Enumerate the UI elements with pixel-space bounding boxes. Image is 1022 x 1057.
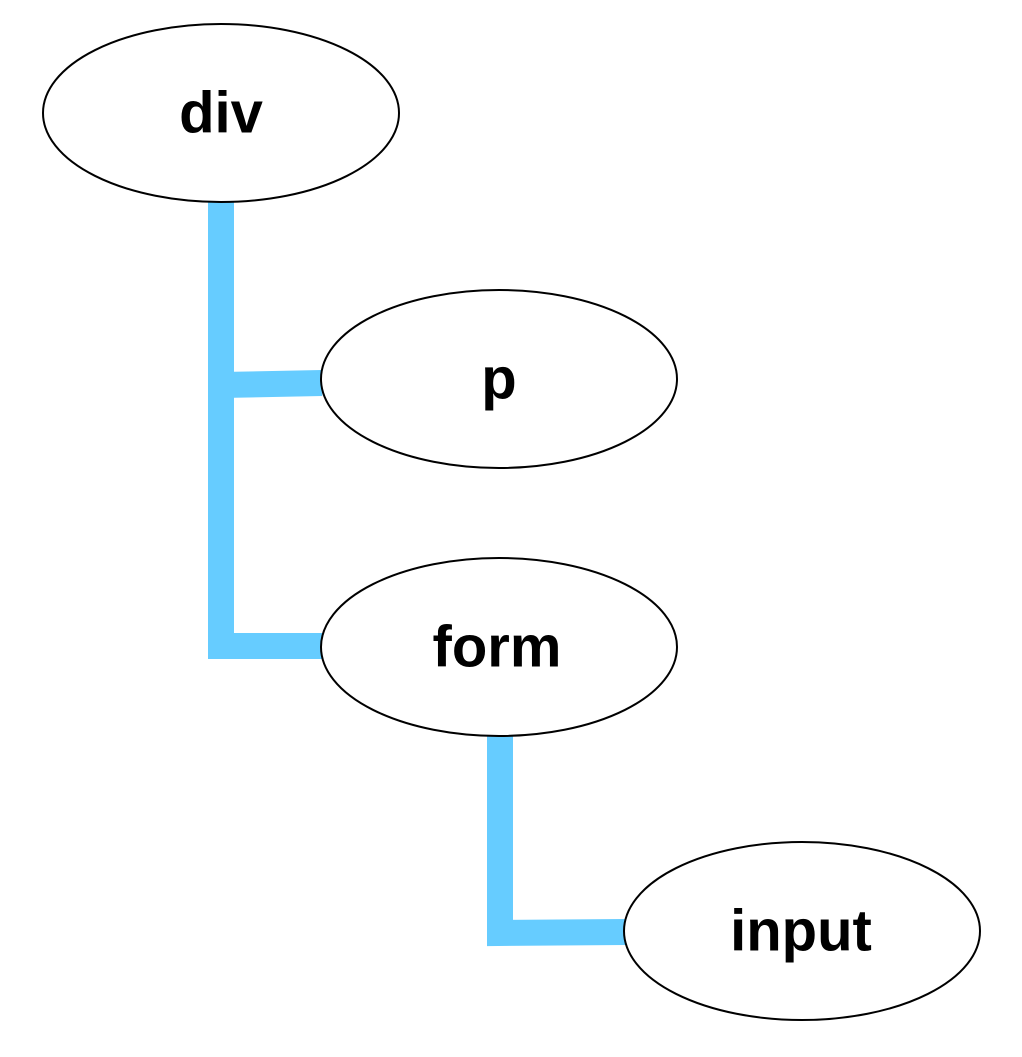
node-ellipse [623, 841, 981, 1021]
connector-div-form [208, 380, 322, 659]
node-ellipse [320, 289, 678, 469]
node-label-input: input [730, 899, 872, 964]
tree-node-form: form [320, 557, 678, 737]
connectors [208, 202, 627, 947]
connector-div-p [208, 202, 323, 399]
tree-node-p: p [320, 289, 678, 469]
tree-node-input: input [623, 841, 981, 1021]
tree-node-div: div [42, 23, 400, 203]
node-ellipse [42, 23, 400, 203]
node-ellipse [320, 557, 678, 737]
node-label-p: p [481, 347, 516, 412]
node-label-div: div [179, 81, 263, 146]
node-label-form: form [433, 615, 562, 680]
connector-form-input [487, 736, 627, 947]
